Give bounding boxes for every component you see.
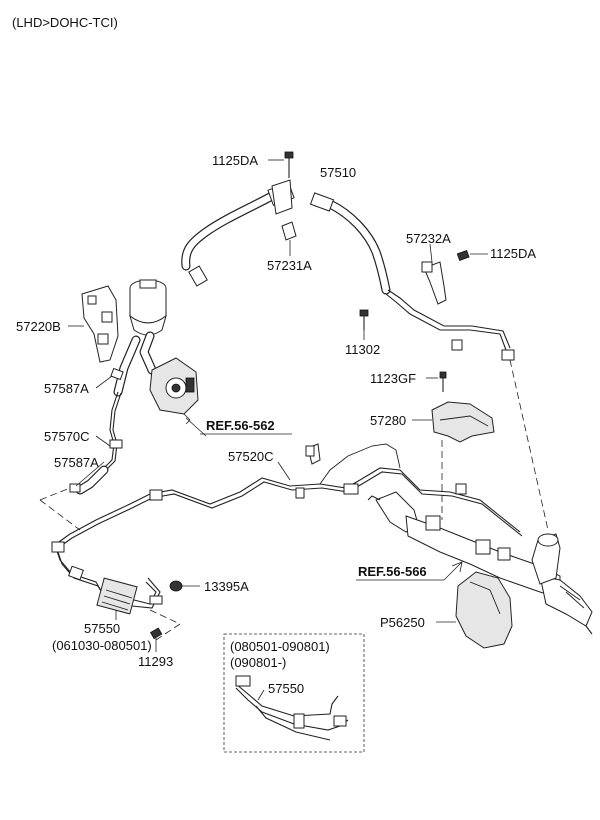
label-57587A-upper: 57587A (44, 381, 89, 396)
ref-56-566: REF.56-566 (358, 564, 427, 579)
bolt-1125DA-right (456, 249, 470, 261)
label-57520C: 57520C (228, 449, 274, 464)
inset-cooler-variant (223, 633, 365, 753)
label-1123GF: 1123GF (370, 371, 416, 386)
dust-boot-P56250 (455, 571, 513, 649)
steering-gear-box (367, 491, 593, 635)
label-1125DA-top: 1125DA (212, 153, 258, 168)
power-steering-pump (139, 331, 199, 415)
bolt-1123GF (439, 371, 447, 392)
oil-cooler-57550 (51, 541, 163, 615)
inset-label-57550: 57550 (268, 681, 304, 696)
label-57587A-lower: 57587A (54, 455, 99, 470)
bolt-11302 (359, 309, 369, 330)
heat-protector-57280 (431, 401, 495, 443)
label-P56250: P56250 (380, 615, 425, 630)
label-13395A: 13395A (204, 579, 249, 594)
label-1125DA-right: 1125DA (490, 246, 536, 261)
label-11302: 11302 (345, 342, 380, 357)
label-57570C: 57570C (44, 429, 90, 444)
label-57550-date: (061030-080501) (52, 638, 152, 653)
ref-56-562: REF.56-562 (206, 418, 275, 433)
suction-hose (69, 335, 141, 495)
label-57550: 57550 (84, 621, 120, 636)
grommet-13395A (169, 580, 183, 592)
bracket-57232A (421, 261, 447, 305)
bolt-11293 (149, 627, 163, 640)
label-57280: 57280 (370, 413, 406, 428)
bracket-57220B (81, 285, 119, 363)
pressure-hose-57510 (181, 179, 515, 361)
label-57231A: 57231A (267, 258, 312, 273)
inset-date-1: (080501-090801) (230, 639, 330, 654)
bolt-1125DA-top (284, 151, 294, 178)
label-11293: 11293 (138, 654, 173, 669)
clip-57231A (281, 221, 297, 241)
return-tube-57520C (55, 443, 523, 549)
power-steering-reservoir (129, 279, 167, 336)
label-57232A: 57232A (406, 231, 451, 246)
label-57510: 57510 (320, 165, 356, 180)
label-57220B: 57220B (16, 319, 61, 334)
inset-date-2: (090801-) (230, 655, 286, 670)
engine-variant-header: (LHD>DOHC-TCI) (12, 15, 118, 30)
